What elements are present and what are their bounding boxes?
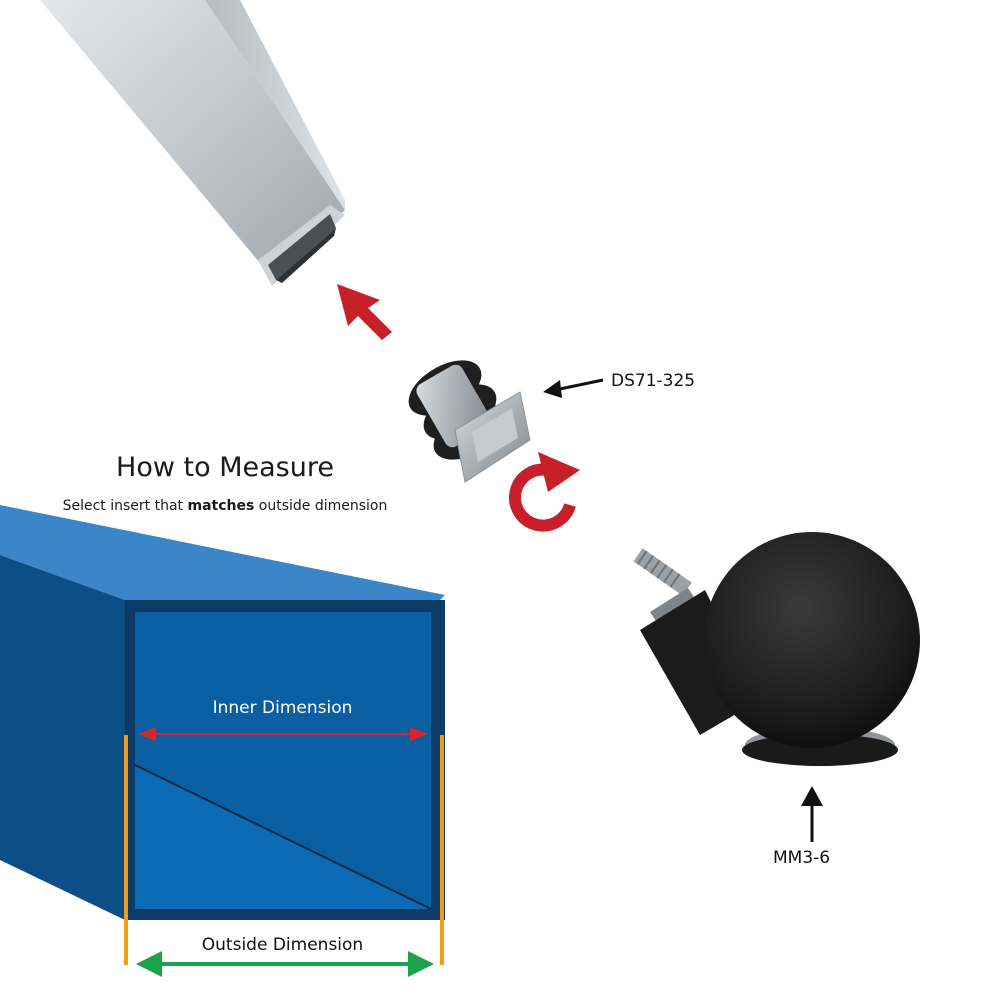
caster-part-code: MM3-6 — [773, 848, 831, 868]
inner-dimension-arrow — [138, 727, 428, 741]
edge-markers — [124, 735, 444, 965]
insert-pointer-arrow — [543, 378, 604, 398]
subtitle-emphasis: matches — [187, 498, 255, 514]
insert-part — [408, 360, 531, 483]
outside-dimension-label: Outside Dimension — [201, 935, 364, 955]
measure-subtitle: Select insert that matches outside dimen… — [0, 498, 450, 514]
blue-tube — [0, 505, 445, 920]
measure-title: How to Measure — [116, 452, 334, 483]
rotate-direction-arrow — [509, 452, 580, 532]
insert-direction-arrow — [337, 284, 392, 340]
outside-dimension-arrow — [136, 951, 434, 977]
aluminum-tube — [40, 0, 345, 286]
inner-dimension-label: Inner Dimension — [212, 698, 353, 718]
subtitle-prefix: Select insert that — [62, 498, 188, 514]
insert-part-code: DS71-325 — [611, 371, 696, 391]
subtitle-suffix: outside dimension — [254, 498, 388, 514]
caster-pointer-arrow — [801, 786, 823, 842]
caster-wheel — [633, 532, 920, 766]
